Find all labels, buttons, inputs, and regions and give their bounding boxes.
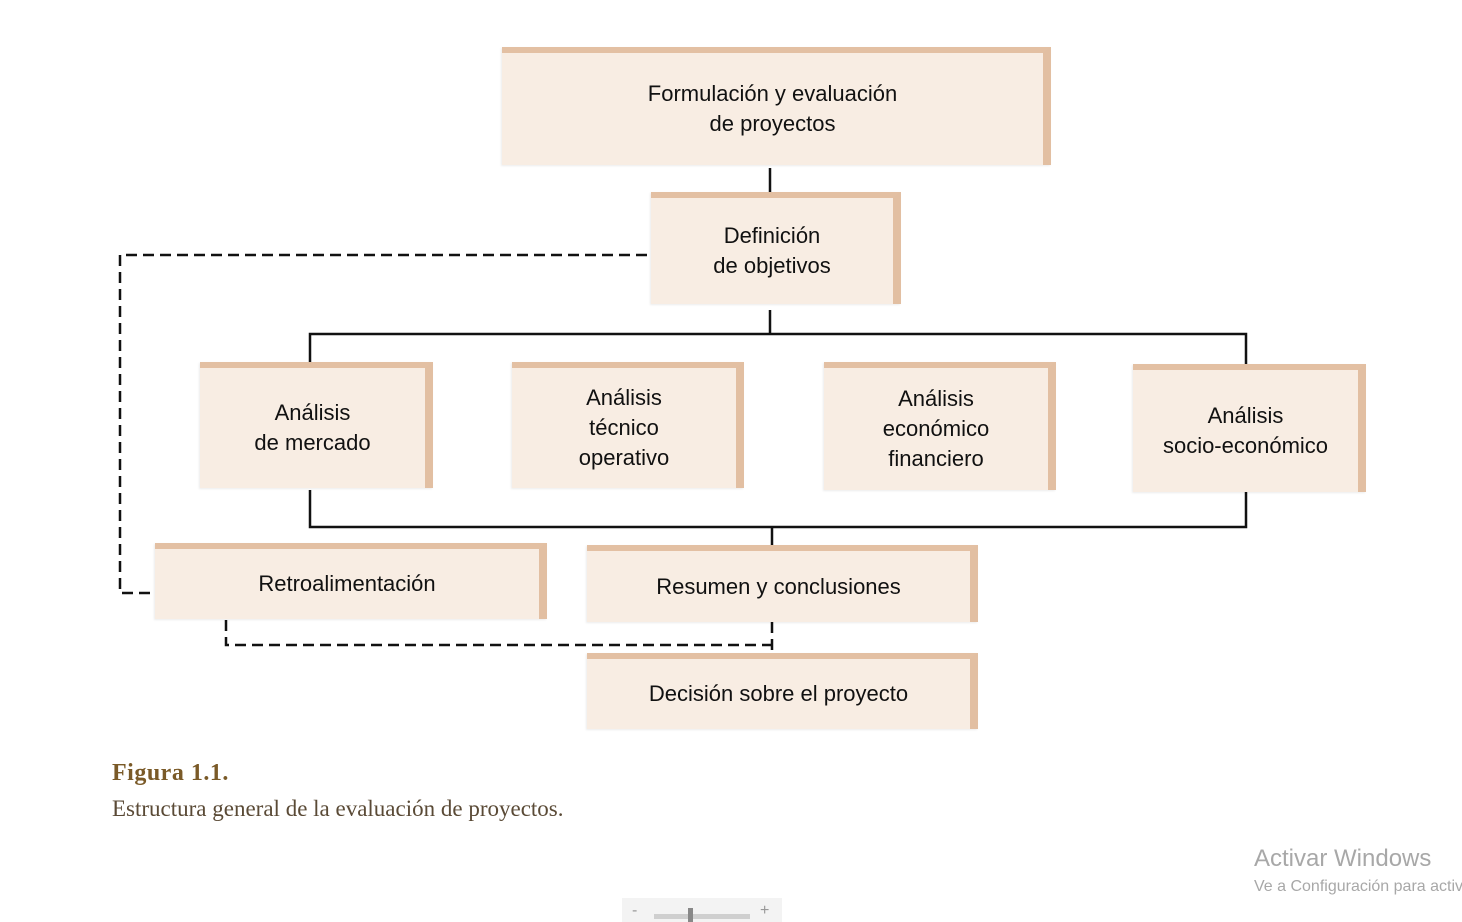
- node-formulacion-label: Formulación y evaluación de proyectos: [647, 81, 898, 136]
- node-analisis-socio-label: Análisis socio-económico: [1162, 403, 1329, 458]
- node-definicion: Definición de objetivos: [651, 192, 901, 304]
- node-formulacion: Formulación y evaluación de proyectos: [502, 47, 1051, 165]
- node-retroalimentacion-label: Retroalimentación: [258, 571, 436, 596]
- node-decision: Decisión sobre el proyecto: [587, 653, 978, 729]
- zoom-out-button[interactable]: -: [632, 902, 638, 919]
- zoom-slider-thumb[interactable]: [688, 908, 693, 922]
- dashed-retro-decision: [224, 620, 772, 647]
- node-analisis-mercado-label: Análisis de mercado: [254, 400, 371, 455]
- connector-top-bus: [308, 332, 1248, 366]
- node-analisis-mercado: Análisis de mercado: [200, 362, 433, 488]
- activation-watermark-subtitle: Ve a Configuración para activar Windows.: [1254, 878, 1462, 895]
- node-resumen: Resumen y conclusiones: [587, 545, 978, 622]
- dashed-feedback-retro-definicion: [118, 253, 650, 595]
- node-definicion-label: Definición de objetivos: [713, 223, 831, 278]
- activation-watermark-title: Activar Windows: [1254, 845, 1432, 872]
- node-analisis-tecnico: Análisis técnico operativo: [512, 362, 744, 488]
- node-analisis-socio: Análisis socio-económico: [1133, 364, 1366, 492]
- node-retroalimentacion: Retroalimentación: [155, 543, 547, 619]
- zoom-slider-track[interactable]: [654, 914, 750, 919]
- zoom-control[interactable]: - +: [622, 898, 782, 922]
- node-decision-label: Decisión sobre el proyecto: [648, 681, 909, 706]
- connector-bottom-bus: [308, 490, 1248, 529]
- node-resumen-label: Resumen y conclusiones: [656, 573, 901, 599]
- figure-caption-text: Estructura general de la evaluación de p…: [112, 796, 564, 821]
- zoom-in-button[interactable]: +: [760, 902, 770, 919]
- figure-caption-label: Figura 1.1.: [112, 760, 229, 786]
- node-analisis-economico-label: Análisis económico financiero: [882, 386, 990, 471]
- node-analisis-tecnico-label: Análisis técnico operativo: [578, 385, 670, 470]
- node-analisis-economico: Análisis económico financiero: [824, 362, 1056, 490]
